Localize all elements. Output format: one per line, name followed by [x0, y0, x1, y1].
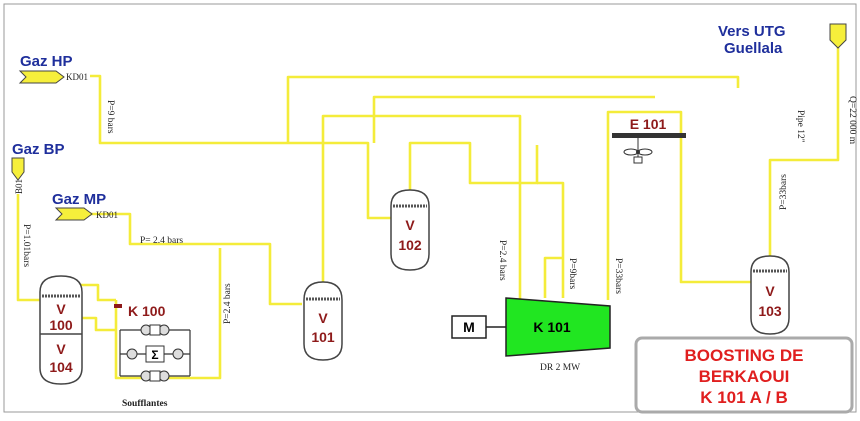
vessel-v100-v104: V 100 V 104 [39, 275, 83, 385]
title-frame [634, 336, 854, 414]
p-bp-label: P=1.01bars [21, 224, 31, 267]
pipe-hp [90, 74, 393, 220]
e101-cooler: E 101 [612, 116, 686, 164]
gaz-mp-label: Gaz MP [52, 191, 106, 208]
v104-number: 104 [49, 359, 73, 375]
pipe-v103-out [768, 44, 840, 258]
v101-letter: V [318, 310, 328, 326]
pipe-mp [90, 212, 302, 306]
vessel-v103: V 103 [750, 255, 790, 335]
v103-number: 103 [758, 303, 782, 319]
gaz-mp-tag: KD01 [96, 210, 118, 220]
p-33-v103-label: P=33bars [779, 174, 789, 210]
p-33-k-label: P=33bars [613, 258, 623, 294]
title-line1: BOOSTING DE [684, 346, 803, 365]
blower-top-icon [140, 324, 170, 336]
k100-group: K 100 [114, 303, 166, 319]
p-hp-label: P=9 bars [105, 100, 115, 134]
gaz-mp-source: Gaz MP KD01 [52, 191, 118, 221]
v100-letter: V [56, 301, 66, 317]
title-line2: BERKAOUI [699, 367, 790, 386]
v102-number: 102 [398, 237, 422, 253]
pipe-v102-top [408, 141, 539, 190]
pipe-v100-souff [80, 316, 116, 332]
p-mp-label: P= 2.4 bars [140, 236, 183, 246]
k101-body [505, 297, 611, 357]
diagram-frame [3, 3, 857, 413]
soufflantes-label: Soufflantes [122, 399, 168, 409]
pipe-souff-out [190, 248, 222, 380]
sigma-symbol: Σ [151, 348, 158, 362]
blower-mid-icon: Σ [126, 345, 184, 363]
fan-icon [623, 138, 653, 164]
pipe-second-header [372, 95, 655, 143]
motor-label: M [463, 319, 475, 335]
k101-label: K 101 [533, 319, 571, 335]
dr-label: DR 2 MW [540, 363, 580, 373]
title-line3: K 101 A / B [700, 388, 788, 407]
pipe-v102-k [537, 181, 565, 298]
vessel-v102: V 102 [390, 189, 430, 271]
v104-letter: V [56, 341, 66, 357]
blower-bottom-icon [140, 370, 170, 382]
title-box: BOOSTING DE BERKAOUI K 101 A / B [634, 336, 854, 414]
gaz-bp-source: Gaz BP B01 [11, 141, 65, 194]
pipe-top-header [286, 75, 740, 143]
e101-label: E 101 [630, 116, 667, 132]
p-v101-k-label: P=2.4 bars [497, 240, 507, 281]
e101-bar [612, 133, 686, 138]
vessel-v101: V 101 [303, 281, 343, 361]
gaz-bp-arrow-icon [11, 157, 25, 181]
gaz-hp-arrow-icon [18, 70, 65, 84]
pipe-network [16, 44, 840, 380]
pipe-bp [16, 194, 48, 302]
gaz-mp-arrow-icon [54, 207, 93, 221]
pipe-v101-top [321, 114, 522, 300]
p-9-label: P=9bars [567, 258, 577, 290]
v102-letter: V [405, 217, 415, 233]
pipe-k-discharge [606, 110, 752, 300]
gaz-hp-tag: KD01 [66, 72, 88, 82]
gaz-bp-tag: B01 [14, 179, 24, 194]
gaz-hp-source: Gaz HP KD01 [18, 53, 88, 84]
k100-label: K 100 [128, 303, 166, 319]
soufflantes-group: Σ Soufflantes [119, 324, 191, 409]
v101-number: 101 [311, 329, 335, 345]
utg-arrow-icon [829, 23, 847, 49]
utg-outlet: Vers UTG Guellala [718, 23, 847, 57]
vers-utg-label: Vers UTG [718, 23, 786, 40]
v100-number: 100 [49, 317, 73, 333]
guellala-label: Guellala [724, 40, 783, 57]
pressure-labels: P=9 bars P=1.01bars P= 2.4 bars P=2.4 ba… [21, 96, 857, 324]
gaz-bp-label: Gaz BP [12, 141, 65, 158]
gaz-hp-label: Gaz HP [20, 53, 73, 70]
pipe-size-label: Pipe 12" [795, 110, 805, 143]
flow-q-label: Q=22 000 m [847, 96, 857, 145]
p-souff-label: P=2.4 bars [223, 283, 233, 324]
v103-letter: V [765, 283, 775, 299]
pipe-k-inlet [543, 256, 563, 298]
k101-compressor: M K 101 DR 2 MW [451, 297, 611, 373]
